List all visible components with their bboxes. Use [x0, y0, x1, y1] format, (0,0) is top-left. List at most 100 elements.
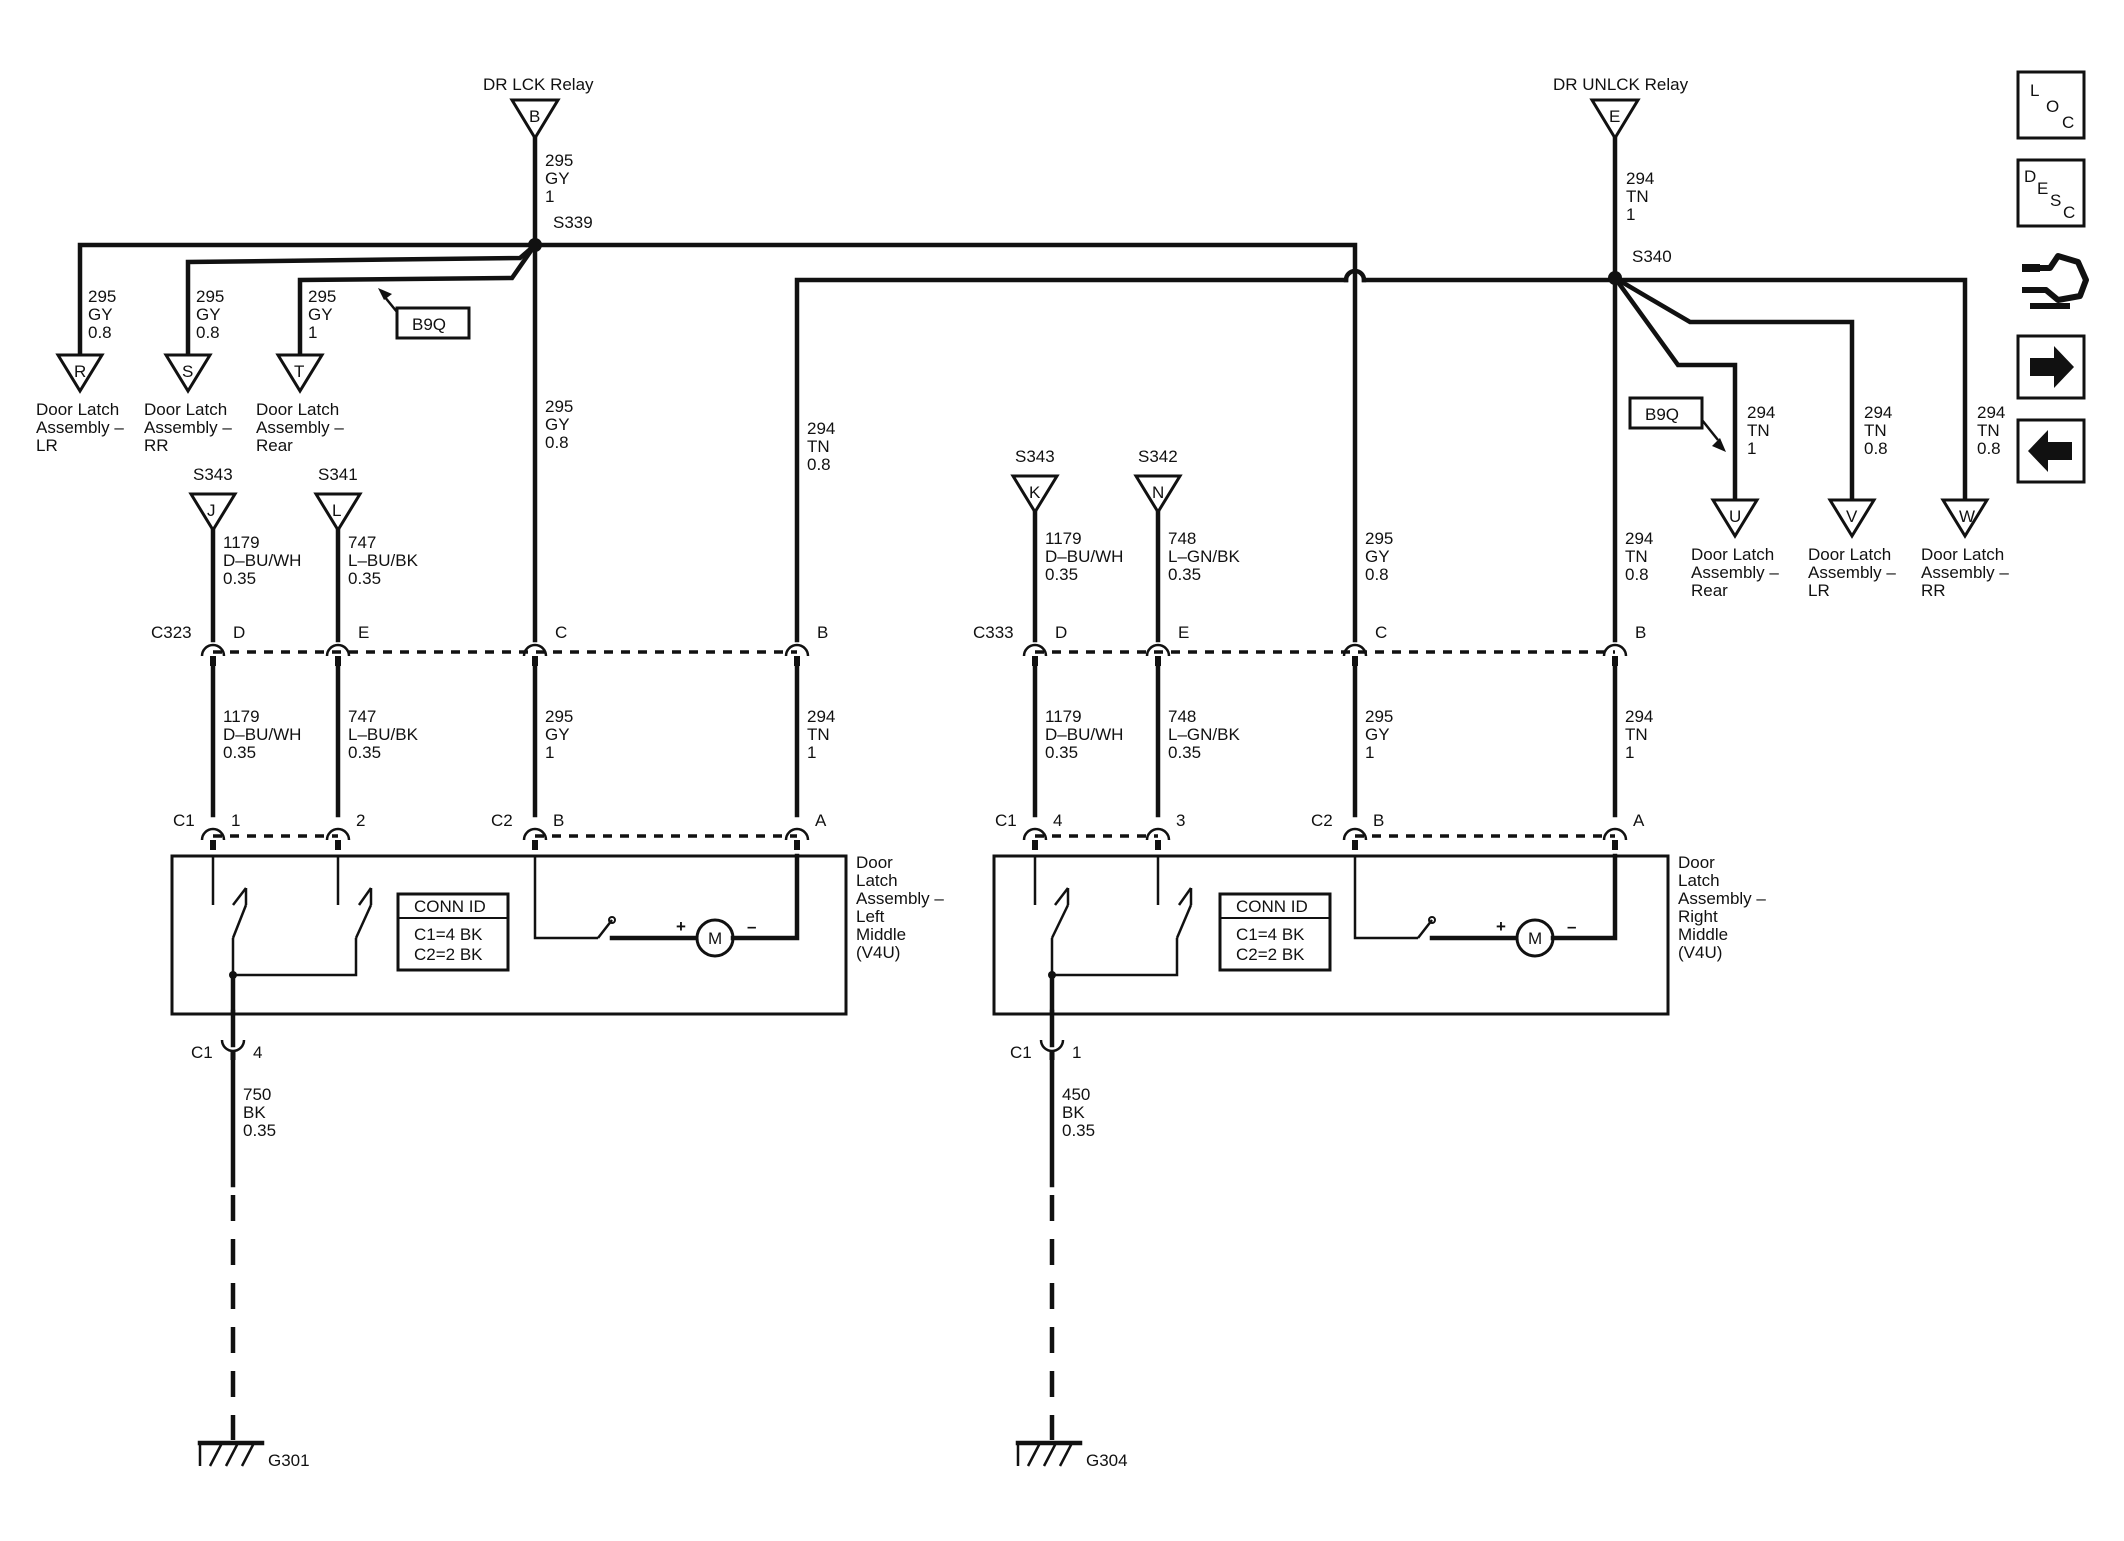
left-conn-id-box: CONN ID C1=4 BK C2=2 BK — [396, 892, 510, 972]
right-c1-pin: 3 — [1176, 811, 1185, 830]
right-motor-circuit — [1353, 853, 1618, 958]
connector-cup — [1022, 643, 1048, 657]
left-splice-name: S341 — [318, 465, 358, 484]
unlock-branch-label: Rear — [1691, 581, 1728, 600]
right-splice-pin-triangle — [1010, 474, 1060, 515]
left-ground-cup — [220, 1039, 246, 1053]
left-lock-switches — [211, 856, 373, 1015]
lock-branch-label: Door Latch — [256, 400, 339, 419]
left-lower-wire-gauge: 1 — [545, 743, 554, 762]
forward-arrow-icon[interactable] — [2016, 334, 2086, 400]
lock-branch-label: Door Latch — [36, 400, 119, 419]
svg-text:(V4U): (V4U) — [856, 943, 900, 962]
unlock-relay-wire-color: TN — [1626, 187, 1649, 206]
lock-branch-label: Rear — [256, 436, 293, 455]
right-connector-name: C333 — [973, 623, 1014, 642]
left-upper-wire-gauge: 0.8 — [545, 433, 569, 452]
right-lower-wire-num: 294 — [1625, 707, 1653, 726]
unlock-branch-pin-triangle — [1940, 498, 1990, 539]
right-upper-wire-gauge: 0.35 — [1045, 565, 1078, 584]
unlock-branch-wire-gauge: 0.8 — [1864, 439, 1888, 458]
right-c1-pin: 4 — [1053, 811, 1062, 830]
unlock-branch-wire-color: TN — [1864, 421, 1887, 440]
splice-s340-label: S340 — [1632, 247, 1672, 266]
right-lower-wire-gauge: 1 — [1365, 743, 1374, 762]
svg-text:Assembly –: Assembly – — [1678, 889, 1766, 908]
left-lower-wire-color: L–BU/BK — [348, 725, 419, 744]
right-ground-cup — [1039, 1039, 1065, 1053]
option-tag-right: B9Q — [1628, 396, 1726, 452]
connector-cup — [1342, 827, 1368, 841]
left-connector-pin: E — [358, 623, 369, 642]
lock-branch-wire-gauge: 1 — [308, 323, 317, 342]
right-door-latch-box — [992, 854, 1670, 1016]
lock-relay-pin: B — [529, 107, 540, 126]
lock-relay-pin-triangle — [509, 98, 561, 141]
right-upper-wire-color: D–BU/WH — [1045, 547, 1123, 566]
right-c2-pin: A — [1633, 811, 1645, 830]
unlock-branch-label: RR — [1921, 581, 1946, 600]
svg-text:Latch: Latch — [856, 871, 898, 890]
right-lower-wire-num: 295 — [1365, 707, 1393, 726]
svg-text:C: C — [2062, 113, 2074, 132]
lock-branch-label: LR — [36, 436, 58, 455]
right-component-label: Door Latch Assembly – Right Middle (V4U) — [1678, 853, 1766, 962]
lock-branch-wire-num: 295 — [88, 287, 116, 306]
svg-text:D: D — [2024, 167, 2036, 186]
lock-branch-pin: S — [182, 362, 193, 381]
unlock-branch-wire-num: 294 — [1747, 403, 1775, 422]
lock-branch-wire-num: 295 — [308, 287, 336, 306]
ground-g301-label: G301 — [268, 1451, 310, 1470]
left-motor-minus: – — [747, 917, 756, 936]
left-upper-wire-color: TN — [807, 437, 830, 456]
right-upper-wire-gauge: 0.8 — [1625, 565, 1649, 584]
left-lower-wire-color: TN — [807, 725, 830, 744]
connector-cup — [1145, 643, 1171, 657]
back-arrow-icon[interactable] — [2016, 418, 2086, 484]
unlock-branch-pin: V — [1846, 507, 1858, 526]
unlock-branch-wire-gauge: 0.8 — [1977, 439, 2001, 458]
unlock-branch-label: Door Latch — [1808, 545, 1891, 564]
right-upper-wire-gauge: 0.8 — [1365, 565, 1389, 584]
connector-cup — [1342, 643, 1368, 657]
right-c2-pin: B — [1373, 811, 1384, 830]
right-splice-name: S343 — [1015, 447, 1055, 466]
connector-cup — [1022, 827, 1048, 841]
left-c2-pin: B — [553, 811, 564, 830]
conn-id-c2: C2=2 BK — [1236, 945, 1305, 964]
left-ground-wire-num: 750 — [243, 1085, 271, 1104]
ground-g304: G304 — [1015, 1440, 1128, 1470]
connector-cup — [784, 827, 810, 841]
svg-text:S: S — [2050, 191, 2061, 210]
conn-id-c2: C2=2 BK — [414, 945, 483, 964]
right-conn-id-box: CONN ID C1=4 BK C2=2 BK — [1218, 892, 1332, 972]
loc-button[interactable]: L O C — [2016, 70, 2086, 140]
svg-text:Latch: Latch — [1678, 871, 1720, 890]
right-lower-wire-gauge: 0.35 — [1168, 743, 1201, 762]
right-motor-symbol: M — [1528, 929, 1542, 948]
connector-icon[interactable] — [2022, 253, 2089, 309]
connector-cup — [784, 643, 810, 657]
left-splice-pin-triangle — [188, 492, 238, 533]
svg-text:(V4U): (V4U) — [1678, 943, 1722, 962]
svg-text:Door: Door — [1678, 853, 1715, 872]
unlock-branch-wire-color: TN — [1977, 421, 2000, 440]
left-connector-pin: C — [555, 623, 567, 642]
right-lower-wire-color: GY — [1365, 725, 1390, 744]
svg-text:Door: Door — [856, 853, 893, 872]
connector-cup — [1602, 643, 1628, 657]
lock-branch-wire-color: GY — [308, 305, 333, 324]
unlock-relay-wire-num: 294 — [1626, 169, 1654, 188]
right-ground-conn-pin: 1 — [1072, 1043, 1081, 1062]
right-splice-pin-triangle — [1133, 474, 1183, 515]
right-lower-wire-color: D–BU/WH — [1045, 725, 1123, 744]
left-upper-wire-gauge: 0.8 — [807, 455, 831, 474]
right-ground-wire-gauge: 0.35 — [1062, 1121, 1095, 1140]
svg-text:Assembly –: Assembly – — [856, 889, 944, 908]
desc-button[interactable]: D E S C — [2016, 158, 2086, 228]
left-upper-wire-num: 295 — [545, 397, 573, 416]
lock-branch-wire-gauge: 0.8 — [88, 323, 112, 342]
right-ground-conn-name: C1 — [1010, 1043, 1032, 1062]
left-c2-pin: A — [815, 811, 827, 830]
